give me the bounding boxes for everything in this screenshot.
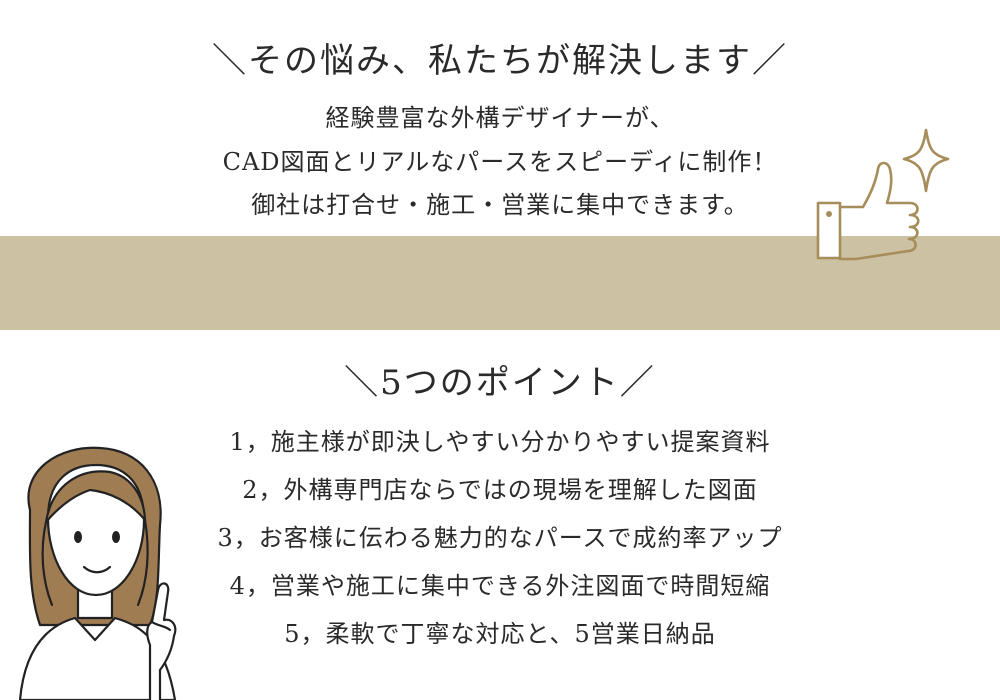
problem-heading: ＼その悩み、私たちが解決します／ [212,41,788,81]
list-item: 1，施主様が即決しやすい分かりやすい提案資料 [229,428,771,456]
list-item: 3，お客様に伝わる魅力的なパースで成約率アップ [217,524,783,552]
intro-line-2: CAD図面とリアルなパースをスピーディに制作！ [222,148,778,176]
list-item: 5，柔軟で丁寧な対応と、5営業日納品 [284,620,716,648]
points-heading: ＼5つのポイント／ [344,363,656,403]
list-item: 2，外構専門店ならではの現場を理解した図面 [242,476,758,504]
woman-pointing-illustration [18,446,177,700]
intro-line-3: 御社は打合せ・施工・営業に集中できます。 [251,191,749,219]
list-item: 4，営業や施工に集中できる外注図面で時間短縮 [229,572,771,600]
intro-line-1: 経験豊富な外構デザイナーが、 [325,104,675,132]
thumbs-up-icon [816,128,950,261]
sparkle-icon [902,128,950,193]
